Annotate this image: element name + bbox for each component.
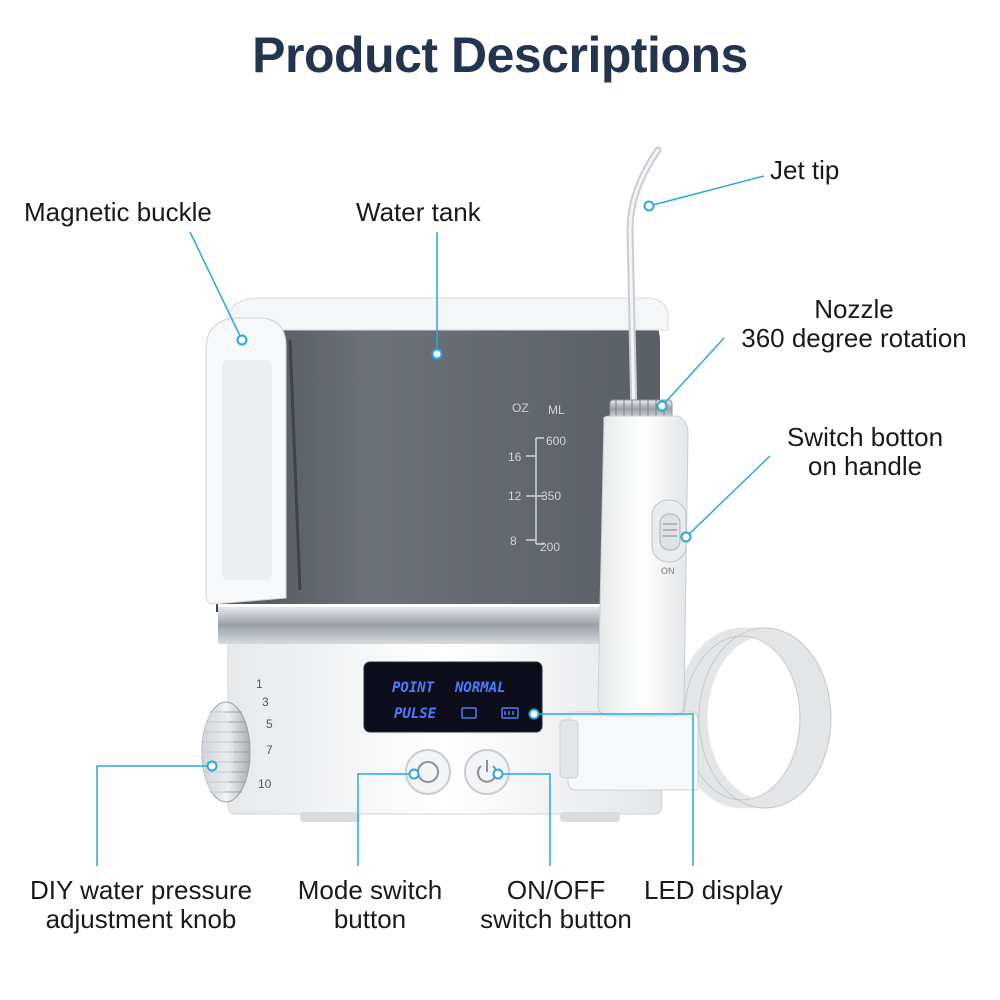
label-jet-tip: Jet tip — [770, 155, 840, 185]
callout-lines — [96, 175, 771, 866]
label-led-display: LED display — [644, 875, 783, 905]
label-switch-line2: on handle — [807, 451, 923, 481]
scale-ml-350: 350 — [541, 489, 561, 503]
page-title: Product Descriptions — [252, 27, 748, 83]
display-battery-charge-icon — [461, 707, 477, 719]
label-knob-line2: adjustment knob — [45, 904, 237, 934]
pressure-knob[interactable] — [201, 701, 251, 803]
scale-oz-16: 16 — [508, 450, 522, 464]
flosser-handle — [597, 415, 689, 717]
label-onoff-line2: switch button — [480, 904, 632, 934]
label-nozzle: Nozzle 360 degree rotation — [724, 295, 984, 353]
knob-dial-numbers: 1 3 5 7 10 — [256, 677, 273, 791]
tank-scale: OZ ML 16 12 8 600 350 200 — [508, 401, 566, 554]
display-battery-level-icon — [501, 707, 519, 719]
label-mode-switch: Mode switch button — [284, 876, 456, 934]
label-mode-line1: Mode switch — [297, 875, 443, 905]
label-switch-handle: Switch botton on handle — [770, 423, 960, 481]
label-magnetic-buckle: Magnetic buckle — [24, 197, 212, 227]
display-mode-point: POINT — [392, 680, 435, 696]
label-switch-line1: Switch botton — [786, 422, 944, 452]
svg-text:7: 7 — [266, 743, 273, 757]
chrome-ring — [218, 606, 664, 644]
led-display — [363, 661, 543, 733]
handle-holder — [567, 711, 699, 791]
scale-oz-12: 12 — [508, 489, 522, 503]
label-onoff-line1: ON/OFF — [506, 875, 606, 905]
label-knob-line1: DIY water pressure — [29, 875, 253, 905]
display-mode-pulse: PULSE — [394, 706, 437, 722]
svg-text:5: 5 — [266, 717, 273, 731]
mode-switch-button[interactable] — [405, 749, 451, 795]
scale-ml-label: ML — [548, 403, 565, 417]
handle-on-text: ON — [661, 566, 675, 576]
label-onoff-switch: ON/OFF switch button — [466, 876, 646, 934]
label-mode-line2: button — [333, 904, 407, 934]
label-water-tank: Water tank — [356, 197, 481, 227]
svg-text:10: 10 — [258, 777, 272, 791]
scale-oz-label: OZ — [512, 401, 529, 415]
handle-switch-button[interactable] — [651, 499, 687, 563]
scale-ml-200: 200 — [540, 540, 560, 554]
svg-text:3: 3 — [262, 695, 269, 709]
scale-oz-8: 8 — [510, 534, 517, 548]
label-nozzle-line2: 360 degree rotation — [741, 323, 967, 353]
display-mode-normal: NORMAL — [454, 680, 506, 696]
svg-text:1: 1 — [256, 677, 263, 691]
scale-ml-600: 600 — [546, 434, 566, 448]
water-tank — [216, 316, 660, 612]
label-pressure-knob: DIY water pressure adjustment knob — [8, 876, 274, 934]
callout-dots — [206, 200, 692, 780]
label-nozzle-line1: Nozzle — [814, 294, 894, 324]
